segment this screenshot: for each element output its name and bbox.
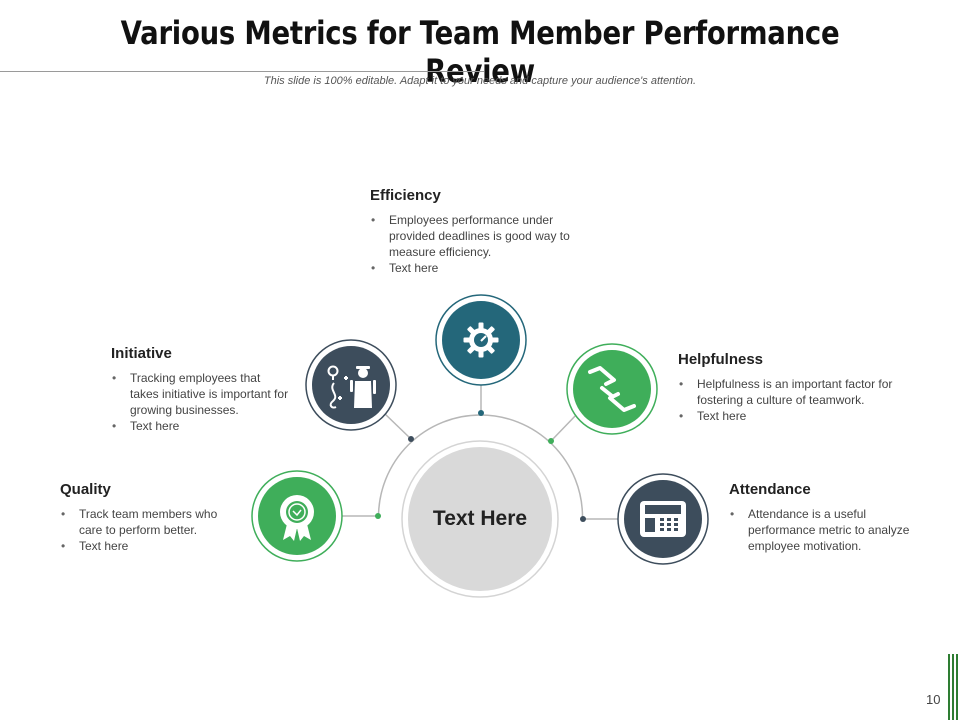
award-badge-icon — [280, 495, 314, 541]
helpfulness-block: Helpfulness Helpfulness is an important … — [678, 351, 908, 424]
page-number: 10 — [926, 692, 941, 707]
connector-dot-efficiency — [478, 410, 484, 416]
quality-block: Quality Track team members who care to p… — [60, 481, 240, 554]
bullet-item: Text here — [111, 418, 291, 434]
initiative-title: Initiative — [111, 345, 172, 362]
node-helpfulness — [566, 343, 658, 435]
connector-dot-helpfulness — [548, 438, 554, 444]
quality-bullets: Track team members who care to perform b… — [60, 506, 240, 554]
efficiency-title: Efficiency — [370, 187, 441, 204]
center-circle — [408, 447, 552, 591]
node-attendance — [617, 473, 709, 565]
attendance-title: Attendance — [729, 481, 811, 498]
efficiency-block: Efficiency Employees performance under p… — [370, 187, 600, 276]
bullet-item: Tracking employees that takes initiative… — [111, 370, 291, 418]
attendance-machine-icon — [640, 501, 686, 537]
bullet-item: Text here — [678, 408, 908, 424]
center-label: Text Here — [432, 507, 528, 530]
idea-person-icon — [327, 365, 348, 409]
bullet-item: Text here — [60, 538, 240, 554]
connector-lines — [342, 385, 618, 520]
slide-subtitle: This slide is 100% editable. Adapt it to… — [263, 75, 697, 87]
attendance-bullets: Attendance is a useful performance metri… — [729, 506, 929, 554]
gear-speedometer-icon — [463, 322, 499, 358]
bullet-item: Text here — [370, 260, 600, 276]
efficiency-bullets: Employees performance under provided dea… — [370, 212, 600, 276]
corner-decoration — [944, 654, 960, 720]
initiative-block: Initiative Tracking employees that takes… — [111, 345, 291, 434]
node-initiative — [305, 339, 397, 431]
quality-title: Quality — [60, 481, 111, 498]
title-divider — [0, 71, 484, 72]
helpfulness-title: Helpfulness — [678, 351, 764, 368]
connector-dot-initiative — [408, 436, 414, 442]
bullet-item: Track team members who care to perform b… — [60, 506, 240, 538]
connector-dot-quality — [375, 513, 381, 519]
helpfulness-bullets: Helpfulness is an important factor for f… — [678, 376, 908, 424]
bullet-item: Helpfulness is an important factor for f… — [678, 376, 908, 408]
node-quality — [251, 470, 343, 562]
bullet-item: Attendance is a useful performance metri… — [729, 506, 929, 554]
connector-dot-attendance — [580, 516, 586, 522]
handshake-icon — [588, 366, 636, 412]
attendance-block: Attendance Attendance is a useful perfor… — [729, 481, 929, 554]
bullet-item: Employees performance under provided dea… — [370, 212, 600, 260]
node-efficiency — [435, 294, 527, 386]
initiative-bullets: Tracking employees that takes initiative… — [111, 370, 291, 434]
